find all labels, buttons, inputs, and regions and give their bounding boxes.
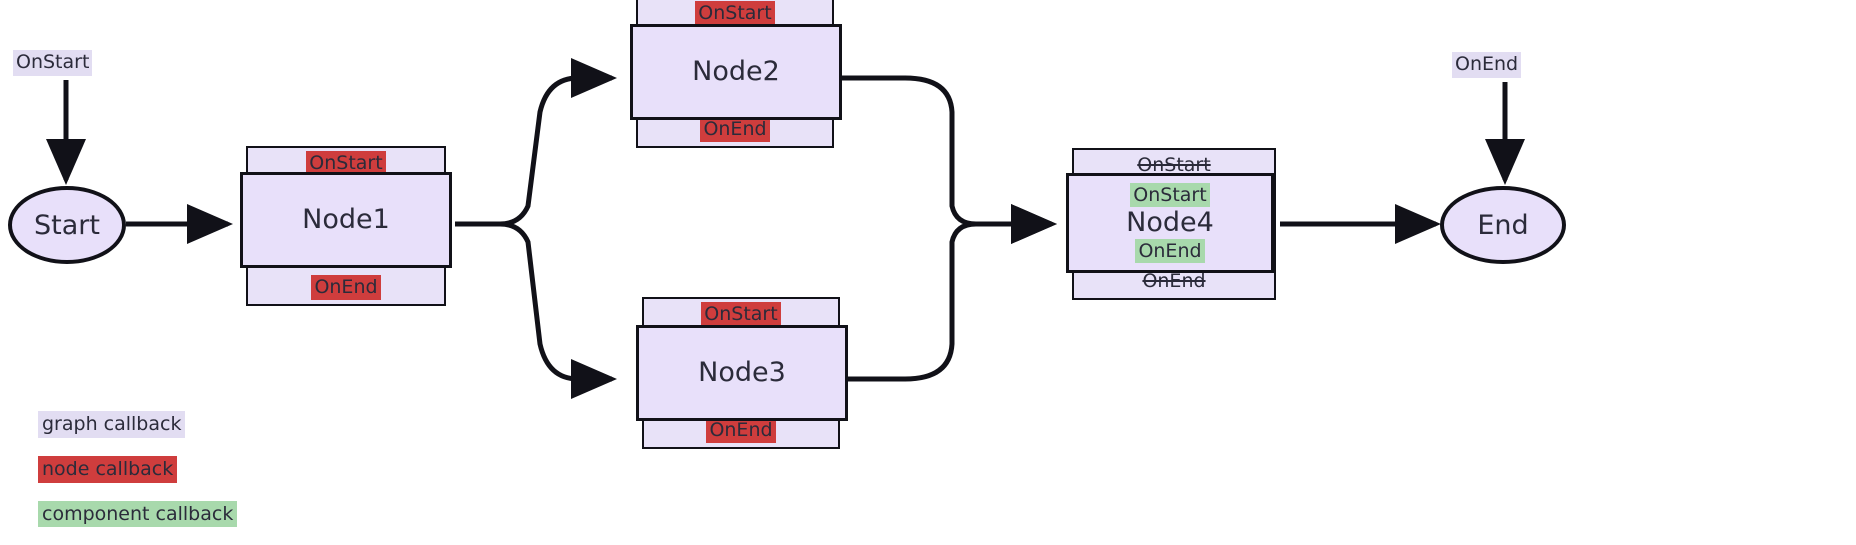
node4-node-callback-onend-disabled: OnEnd [1142,270,1206,293]
node4-component-callback-onend: OnEnd [1135,238,1205,264]
graph-callback-label-onend: OnEnd [1452,52,1522,78]
node1-node-callback-onend: OnEnd [311,275,381,300]
legend: graph callback node callback component c… [38,411,238,545]
node2-body[interactable]: Node2 [630,24,842,120]
edge-node2-to-node4 [842,75,1058,244]
node2-node-callback-onstart: OnStart [695,1,775,26]
node2-node-callback-onend: OnEnd [700,117,770,142]
node4-label: Node4 [1126,207,1214,239]
edge-node1-to-node2 [455,58,618,227]
legend-row-component: component callback [38,500,238,528]
node4-node-callback-onstart-disabled: OnStart [1137,154,1211,176]
node-group-node2[interactable]: OnStart OnEnd Node2 [630,0,860,152]
edge-node3-to-node4 [848,204,1058,382]
node-group-node3[interactable]: OnStart OnEnd Node3 [636,295,866,453]
legend-label-component-callback: component callback [38,500,238,528]
node1-label: Node1 [302,204,390,236]
legend-row-node: node callback [38,455,237,483]
node3-node-callback-onstart: OnStart [701,302,781,327]
node-group-node4[interactable]: OnStart OnEnd OnStart Node4 OnEnd [1066,146,1281,304]
node4-component-callback-onstart: OnStart [1130,182,1210,208]
node-group-node1[interactable]: OnStart OnEnd Node1 [240,140,470,310]
legend-label-node-callback: node callback [38,455,178,483]
end-node-label: End [1477,209,1529,241]
start-node-label: Start [34,209,100,241]
node1-body[interactable]: Node1 [240,172,452,268]
edge-node1-to-node3 [455,221,618,399]
node3-node-callback-onend: OnEnd [706,418,776,443]
node3-label: Node3 [698,357,786,389]
end-node[interactable]: End [1440,186,1566,264]
legend-row-graph: graph callback [38,411,237,438]
node2-label: Node2 [692,56,780,88]
graph-callback-label-onstart: OnStart [13,50,93,76]
node3-body[interactable]: Node3 [636,325,848,421]
node4-body[interactable]: OnStart Node4 OnEnd [1066,173,1274,273]
legend-label-graph-callback: graph callback [38,411,186,438]
node1-node-callback-onstart: OnStart [306,151,386,176]
start-node[interactable]: Start [8,186,126,264]
